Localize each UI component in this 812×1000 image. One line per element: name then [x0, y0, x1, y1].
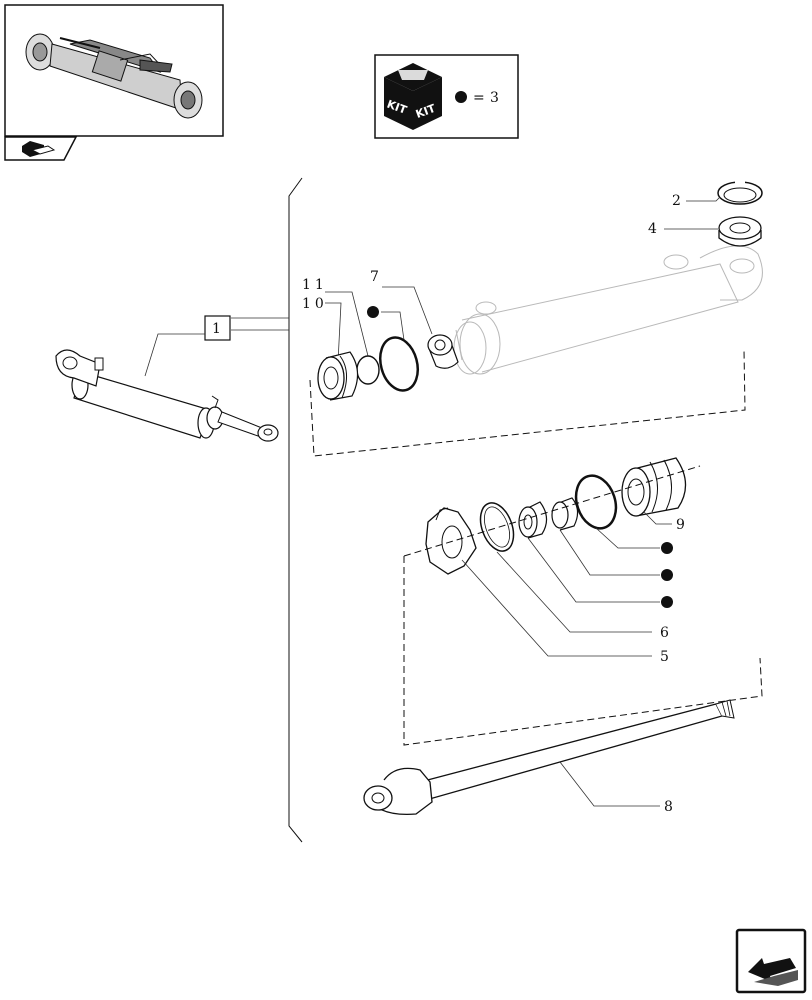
- dashed-group-lower: [403, 556, 763, 746]
- ref-box-label: 1: [212, 321, 221, 337]
- lower-leader-lines: [461, 527, 660, 657]
- callout-2: 2: [672, 193, 681, 209]
- callout-8: 8: [664, 799, 673, 815]
- callout-5: 5: [660, 649, 669, 665]
- dashed-group-upper: [309, 349, 746, 457]
- part-8-piston-rod: [363, 699, 735, 816]
- o-ring-lower: [574, 474, 618, 530]
- manual-book-icon: [22, 141, 56, 157]
- callout-10: 10: [302, 296, 328, 312]
- callout-7: 7: [370, 269, 379, 285]
- manual-book-tab[interactable]: [4, 136, 78, 161]
- kit-quantity: 3: [490, 90, 499, 106]
- part-10-11-seals: [317, 291, 380, 401]
- ghost-cylinder-barrel: [453, 245, 763, 375]
- kit-equals: =: [473, 90, 485, 106]
- kit-legend: KIT KIT = 3: [374, 54, 519, 139]
- axle-thumbnail[interactable]: [4, 4, 224, 137]
- part-5-lock-washer: [425, 507, 477, 575]
- assembly-axis-line: [403, 465, 701, 557]
- kit-dot-marker-upper: [367, 306, 379, 318]
- axle-thumbnail-icon: [25, 33, 203, 119]
- part-9-piston: [621, 457, 687, 525]
- callout-6: 6: [660, 625, 669, 641]
- kit-dot-marker-2: [661, 569, 673, 581]
- part-2-snap-ring: [686, 180, 763, 205]
- callout-9: 9: [676, 517, 685, 533]
- kit-dot-marker-3: [661, 596, 673, 608]
- next-page-arrow-icon: [748, 958, 798, 986]
- part-6-snap-ring: [479, 502, 515, 552]
- part-4-bushing: [664, 216, 762, 247]
- kit-box-icon: KIT KIT: [384, 63, 442, 130]
- kit-dot-marker-1: [661, 542, 673, 554]
- callout-4: 4: [648, 221, 657, 237]
- callout-11: 11: [302, 277, 328, 293]
- bracket-line: [288, 177, 303, 843]
- kit-dot-icon: [455, 91, 467, 103]
- ref-box: [204, 315, 231, 341]
- cylinder-assembly: 1: [55, 315, 289, 442]
- part-7-bushing: [382, 286, 459, 369]
- o-ring-upper: [379, 336, 419, 392]
- guide-bushing-lower: [551, 497, 579, 531]
- next-page-button[interactable]: [735, 928, 807, 994]
- bushing-lower: [518, 501, 548, 539]
